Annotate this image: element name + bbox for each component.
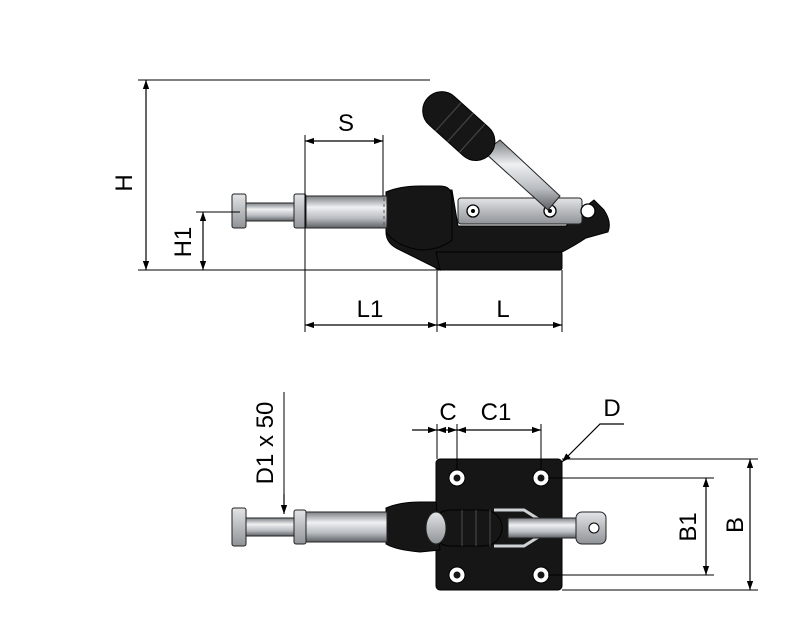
lock-nut (293, 193, 307, 229)
side-view: H H1 S L1 L (111, 79, 610, 332)
mounting-hole (532, 469, 550, 487)
dim-label-s: S (338, 110, 354, 137)
dim-label-b1: B1 (675, 512, 702, 541)
mounting-hole (532, 566, 550, 584)
mounting-hole (448, 566, 466, 584)
dim-label-d: D (603, 395, 620, 422)
handle-grip (422, 91, 496, 161)
spindle-nut-top (231, 507, 247, 547)
dim-label-c: C (439, 399, 456, 426)
dim-label-c1: C1 (481, 399, 512, 426)
dim-label-l1: L1 (357, 296, 384, 323)
lock-nut-top (293, 509, 307, 545)
base-plate (435, 251, 563, 271)
mounting-hole (448, 469, 466, 487)
dim-label-h: H (111, 174, 138, 191)
front-body (385, 185, 453, 251)
front-body-top (385, 501, 441, 553)
rear-pivot (580, 203, 596, 219)
dim-label-l: L (496, 296, 509, 323)
plunger-rod-top (304, 511, 388, 543)
top-view: D1 x 50 C C1 D B1 B (231, 392, 758, 591)
plunger-rod (304, 195, 388, 229)
spindle-nut (231, 193, 247, 229)
dim-label-h1: H1 (170, 227, 197, 258)
dim-label-d1: D1 x 50 (252, 402, 279, 485)
dim-label-b: B (722, 517, 749, 533)
